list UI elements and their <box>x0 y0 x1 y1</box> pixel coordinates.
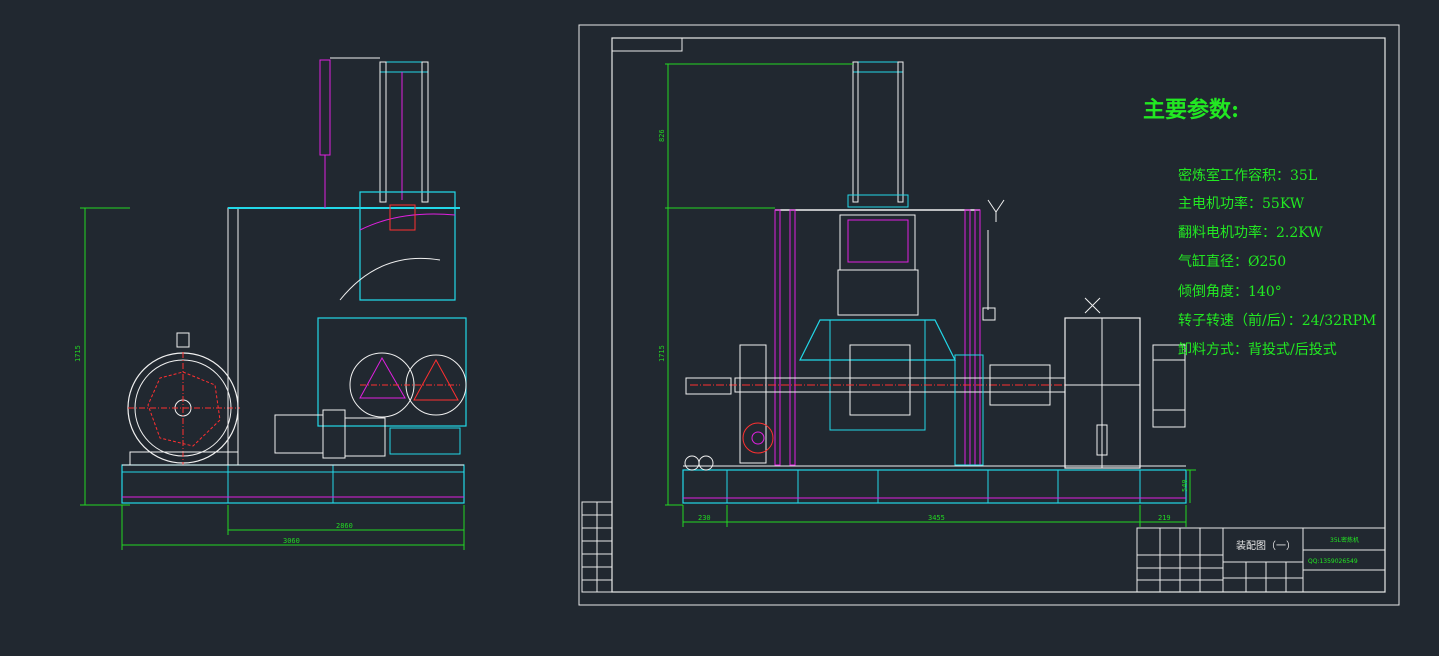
param-tilt-angle: 倾倒角度：140° <box>1178 284 1282 300</box>
dim-left-inner: 2860 <box>336 522 353 530</box>
dim-right-height: 1715 <box>658 345 666 362</box>
params-title: 主要参数: <box>1143 97 1240 123</box>
front-view: 826 1715 540 230 3455 219 <box>658 61 1196 527</box>
param-flip-motor-power: 翻料电机功率：2.2KW <box>1178 225 1323 241</box>
contact-info: QQ:1359026549 <box>1308 558 1358 565</box>
param-discharge-mode: 卸料方式：背投式/后投式 <box>1178 342 1337 358</box>
dim-right-left: 230 <box>698 514 711 522</box>
dim-left-outer: 3060 <box>283 537 300 545</box>
title-block: 装配图（一） 35L密炼机 QQ:1359026549 <box>1136 527 1386 593</box>
drawing-sheet <box>578 24 1400 606</box>
drawing-name: 装配图（一） <box>1236 539 1296 552</box>
param-main-motor-power: 主电机功率：55KW <box>1178 196 1305 212</box>
param-chamber-volume: 密炼室工作容积：35L <box>1178 168 1318 184</box>
dim-right-top: 826 <box>658 129 666 142</box>
dim-right-middle: 3455 <box>928 514 945 522</box>
machine-name: 35L密炼机 <box>1330 536 1359 544</box>
left-side-view: 1715 2860 3060 <box>74 57 467 550</box>
dim-right-base: 540 <box>1181 479 1189 492</box>
param-cylinder-diameter: 气缸直径：Ø250 <box>1178 254 1287 270</box>
param-rotor-speed: 转子转速（前/后）：24/32RPM <box>1178 313 1377 329</box>
dim-left-height: 1715 <box>74 345 82 362</box>
dim-right-right: 219 <box>1158 514 1171 522</box>
